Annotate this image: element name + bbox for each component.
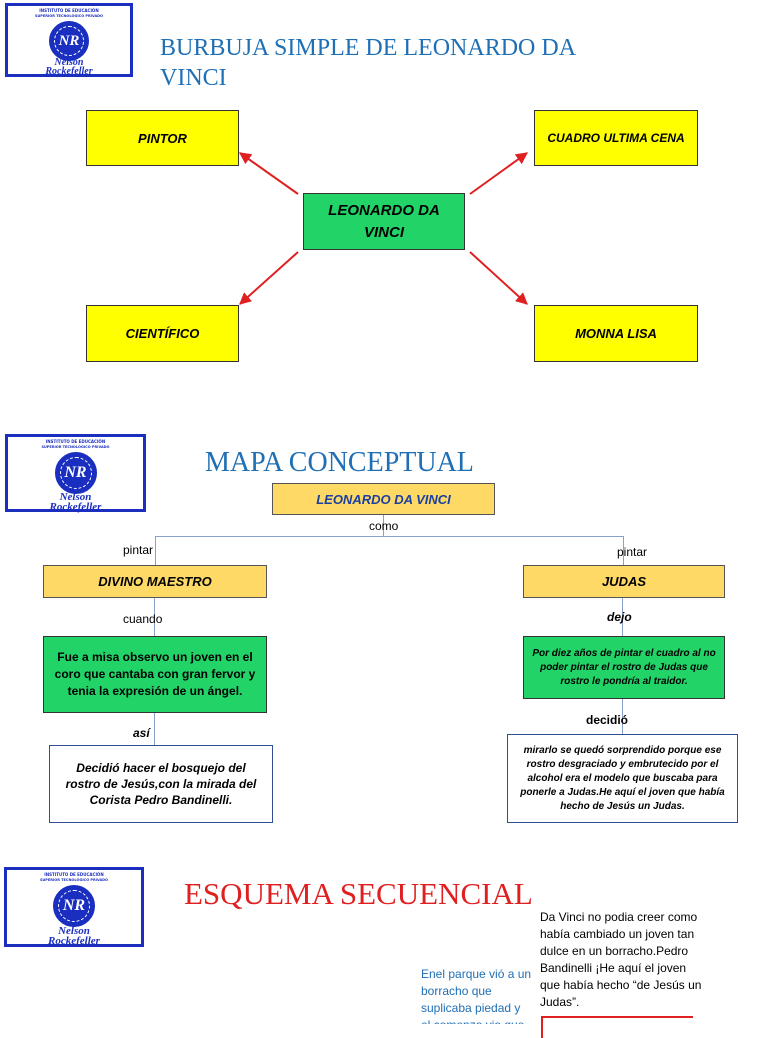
logo-name-line1: Nelson [58, 925, 90, 937]
logo-initials: NR [64, 464, 87, 481]
logo-seal-icon: NR [49, 21, 89, 61]
bubble-cuadro-ultima-cena: CUADRO ULTIMA CENA [534, 110, 698, 166]
arrow-to-cuadro [469, 152, 528, 195]
logo-seal-icon: NR [53, 885, 95, 927]
result-left: Decidió hacer el bosquejo del rostro de … [49, 745, 273, 823]
logo-sub-text: SUPERIOR TECNOLÓGICO PRIVADO [34, 14, 104, 18]
result-right: mirarlo se quedó sorprendido porque ese … [507, 734, 738, 823]
bubble-center: LEONARDO DA VINCI [303, 193, 465, 250]
sequence-text-left: Enel parque vió a un borracho que suplic… [421, 967, 532, 1024]
institute-logo: INSTITUTO DE EDUCACIÓN SUPERIOR TECNOLÓG… [4, 867, 144, 947]
logo-initials: NR [62, 897, 86, 914]
connector [623, 536, 624, 565]
arrow-to-cientifico [239, 251, 299, 305]
link-label-cuando: cuando [123, 612, 163, 626]
logo-top-text: INSTITUTO DE EDUCACIÓN [44, 872, 104, 877]
connector [622, 699, 623, 734]
sequence-text-right: Da Vinci no podia creer como había cambi… [540, 910, 702, 1009]
logo-name-line2: Rockefeller [45, 66, 93, 77]
logo-sub-text: SUPERIOR TECNOLÓGICO PRIVADO [41, 445, 110, 449]
link-label-dejo: dejo [607, 610, 632, 624]
bubble-arrows [239, 152, 528, 305]
node-judas: JUDAS [523, 565, 725, 598]
link-label-pintar-right: pintar [617, 545, 648, 559]
bubble-cientifico: CIENTÍFICO [86, 305, 239, 362]
bubble-monna-lisa: MONNA LISA [534, 305, 698, 362]
logo-name-line2: Rockefeller [49, 501, 102, 513]
logo-top-text: INSTITUTO DE EDUCACIÓN [45, 439, 106, 444]
connector [383, 515, 384, 537]
connector [155, 536, 624, 537]
institute-logo: INSTITUTO DE EDUCACIÓN SUPERIOR TECNOLÓG… [5, 434, 146, 513]
connector [622, 598, 623, 636]
logo-name-line1: Nelson [59, 491, 92, 503]
connector [154, 598, 155, 636]
node-divino-maestro: DIVINO MAESTRO [43, 565, 267, 598]
detail-right: Por diez años de pintar el cuadro al no … [523, 636, 725, 699]
logo-seal-icon: NR [54, 452, 97, 494]
sequence-red-box [541, 1016, 693, 1038]
link-label-decidio: decidió [586, 713, 629, 727]
logo-sub-text: SUPERIOR TECNOLÓGICO PRIVADO [39, 878, 109, 882]
connector [155, 536, 156, 565]
logo-initials: NR [58, 32, 80, 49]
logo-name-line2: Rockefeller [48, 935, 100, 947]
section2-title: MAPA CONCEPTUAL [205, 447, 474, 478]
link-label-pintar-left: pintar [123, 543, 154, 557]
section3-title: ESQUEMA SECUENCIAL [184, 876, 533, 911]
bubble-pintor: PINTOR [86, 110, 239, 166]
logo-top-text: INSTITUTO DE EDUCACIÓN [39, 8, 99, 13]
concept-root: LEONARDO DA VINCI [272, 483, 495, 515]
arrow-to-pintor [239, 152, 299, 195]
detail-left: Fue a misa observo un joven en el coro q… [43, 636, 267, 713]
link-label-asi: así [133, 726, 150, 740]
arrow-to-monna [469, 251, 528, 305]
link-label-como: como [369, 519, 399, 533]
institute-logo: INSTITUTO DE EDUCACIÓN SUPERIOR TECNOLÓG… [5, 3, 133, 77]
logo-name-line1: Nelson [54, 57, 84, 68]
section1-title: BURBUJA SIMPLE DE LEONARDO DA VINCI [160, 35, 575, 91]
connector [154, 713, 155, 745]
